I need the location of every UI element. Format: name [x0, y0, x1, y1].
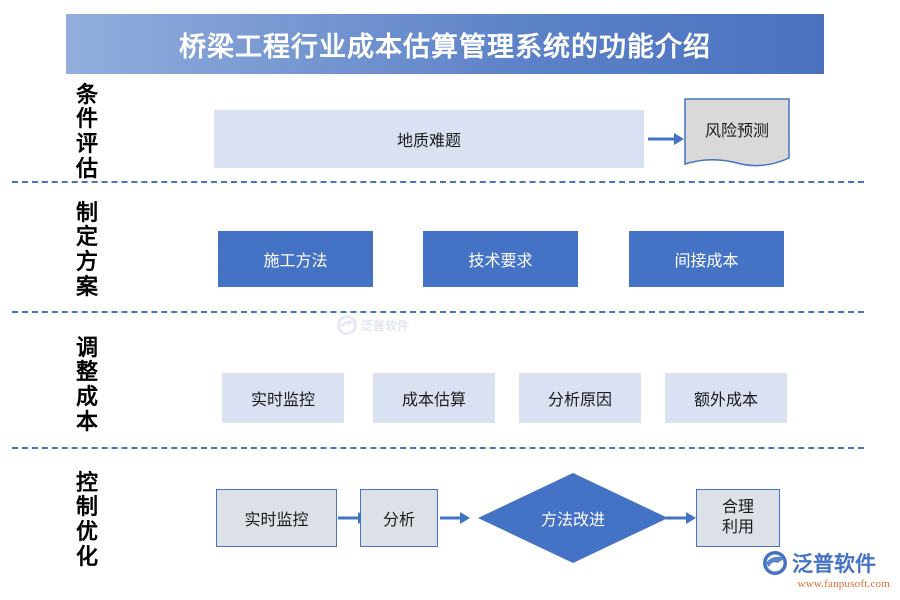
row-label-char: 案: [75, 273, 98, 299]
row-label-condition-assessment: 条 件 评 估: [70, 81, 104, 180]
node-flow-realtime-monitoring[interactable]: 实时监控: [216, 489, 337, 547]
row-label-char: 优: [75, 519, 98, 544]
row-label-char: 化: [75, 543, 98, 569]
node-realtime-monitoring[interactable]: 实时监控: [222, 373, 344, 423]
node-rational-utilization-line1: 合理: [721, 499, 754, 516]
row-label-char: 制: [75, 199, 98, 225]
brand-row: 泛普软件: [762, 548, 890, 578]
row-label-char: 控: [75, 469, 98, 495]
row-label-char: 整: [75, 359, 98, 385]
row-label-char: 估: [75, 155, 98, 181]
row-divider-3: [12, 447, 864, 449]
row-label-control-optimization: 控 制 优 化: [70, 464, 104, 576]
row-label-char: 评: [75, 131, 98, 156]
brand-logo: 泛普软件 www.fanpusoft.com: [762, 548, 890, 592]
document-shape-icon: [684, 98, 790, 167]
node-rational-utilization[interactable]: 合理 利用: [696, 489, 780, 547]
page-title: 桥梁工程行业成本估算管理系统的功能介绍: [179, 31, 711, 62]
watermark-logo: 泛普软件: [336, 310, 446, 340]
node-cause-analysis[interactable]: 分析原因: [519, 373, 641, 423]
node-risk-prediction-label: 风险预测: [704, 123, 769, 140]
node-cost-estimation[interactable]: 成本估算: [373, 373, 495, 423]
row-label-char: 成: [75, 384, 98, 409]
row-divider-1: [12, 181, 864, 183]
node-flow-analysis[interactable]: 分析: [360, 489, 438, 547]
arrow-right-icon: [666, 512, 696, 524]
node-rational-utilization-line2: 利用: [721, 519, 754, 536]
brand-url: www.fanpusoft.com: [797, 578, 890, 590]
watermark-swoosh-icon: [337, 315, 357, 335]
arrow-right-icon: [440, 512, 470, 524]
node-indirect-cost[interactable]: 间接成本: [629, 231, 784, 287]
diamond-shape-icon: [478, 473, 668, 563]
node-method-improvement[interactable]: 方法改进: [478, 473, 668, 563]
node-extra-cost[interactable]: 额外成本: [665, 373, 787, 423]
title-banner: 桥梁工程行业成本估算管理系统的功能介绍: [66, 14, 824, 74]
node-construction-method[interactable]: 施工方法: [218, 231, 373, 287]
row-label-char: 定: [75, 224, 98, 250]
node-geological-problem[interactable]: 地质难题: [214, 110, 644, 168]
row-label-char: 本: [75, 408, 98, 434]
row-label-char: 调: [75, 334, 98, 360]
arrow-right-icon: [648, 133, 684, 145]
row-divider-2: [12, 311, 864, 313]
row-label-char: 条: [75, 81, 98, 107]
row-label-cost-adjustment: 调 整 成 本: [70, 330, 104, 440]
node-method-improvement-label: 方法改进: [540, 512, 605, 529]
row-label-char: 制: [75, 494, 98, 520]
node-technical-requirement[interactable]: 技术要求: [423, 231, 578, 287]
fanpu-swoosh-icon: [763, 551, 787, 575]
node-risk-prediction[interactable]: 风险预测: [684, 98, 790, 170]
row-label-plan-formulation: 制 定 方 案: [70, 196, 104, 304]
row-label-char: 件: [75, 106, 98, 132]
brand-name: 泛普软件: [792, 552, 876, 576]
watermark-text: 泛普软件: [361, 318, 410, 333]
row-label-char: 方: [75, 249, 98, 274]
